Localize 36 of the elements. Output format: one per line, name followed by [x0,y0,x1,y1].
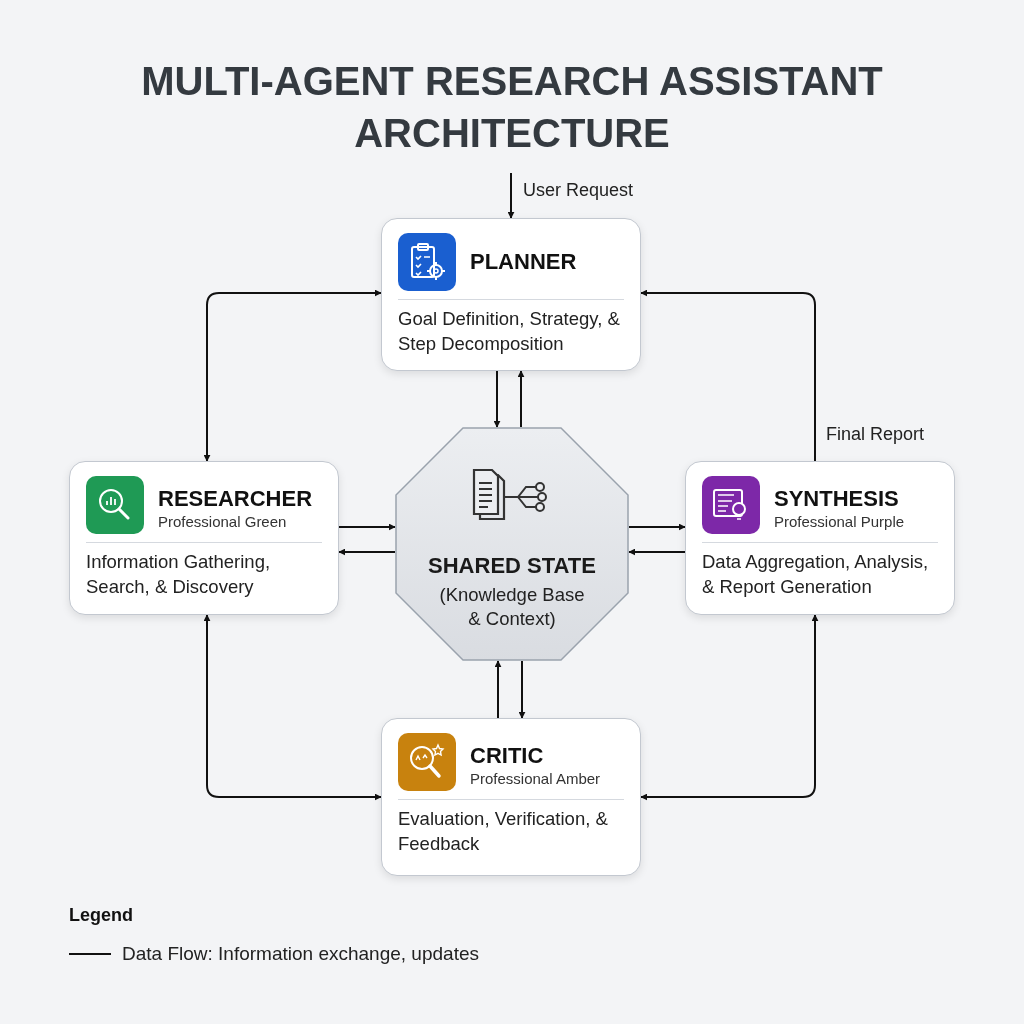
agent-subtitle: Professional Amber [470,770,601,787]
arrow [338,548,396,556]
agent-description: Evaluation, Verification, & Feedback [398,807,609,856]
agent-card [685,461,955,615]
agent-description: Goal Definition, Strategy, & Step Decomposition [398,307,621,356]
edge-label: Final Report [824,424,927,445]
arrow [517,370,525,428]
arrow [628,523,686,531]
legend-heading: Legend [69,905,133,926]
arrow [493,370,501,428]
diagram-title: MULTI-AGENT RESEARCH ASSISTANT ARCHITECTURE [140,58,884,157]
agent-subtitle: Professional Purple [774,513,905,530]
agent-card [381,218,641,371]
agent-description: Data Aggregation, Analysis, & Report Generation [702,550,930,599]
arrow [338,523,396,531]
agent-subtitle: Professional Green [158,513,287,530]
legend-text: Data Flow: Information exchange, updates [122,943,479,965]
arrow [507,172,515,219]
state-description: (Knowledge Base & Context) [438,583,586,632]
shared-state-octagon [395,427,629,661]
agent-title: PLANNER [470,249,577,275]
arrow [628,548,686,556]
state-title: SHARED STATE [427,553,597,579]
edge-label: User Request [521,180,636,201]
arrow [640,614,819,801]
agent-title: RESEARCHER [158,486,313,512]
arrow [494,660,502,719]
agent-description: Information Gathering, Search, & Discovery [86,550,272,599]
arrow [640,289,816,462]
agent-card [381,718,641,876]
agent-title: CRITIC [470,743,544,769]
agent-card [69,461,339,615]
arrow [518,660,526,719]
arrow [203,614,382,801]
agent-title: SYNTHESIS [774,486,899,512]
arrow [203,289,382,462]
